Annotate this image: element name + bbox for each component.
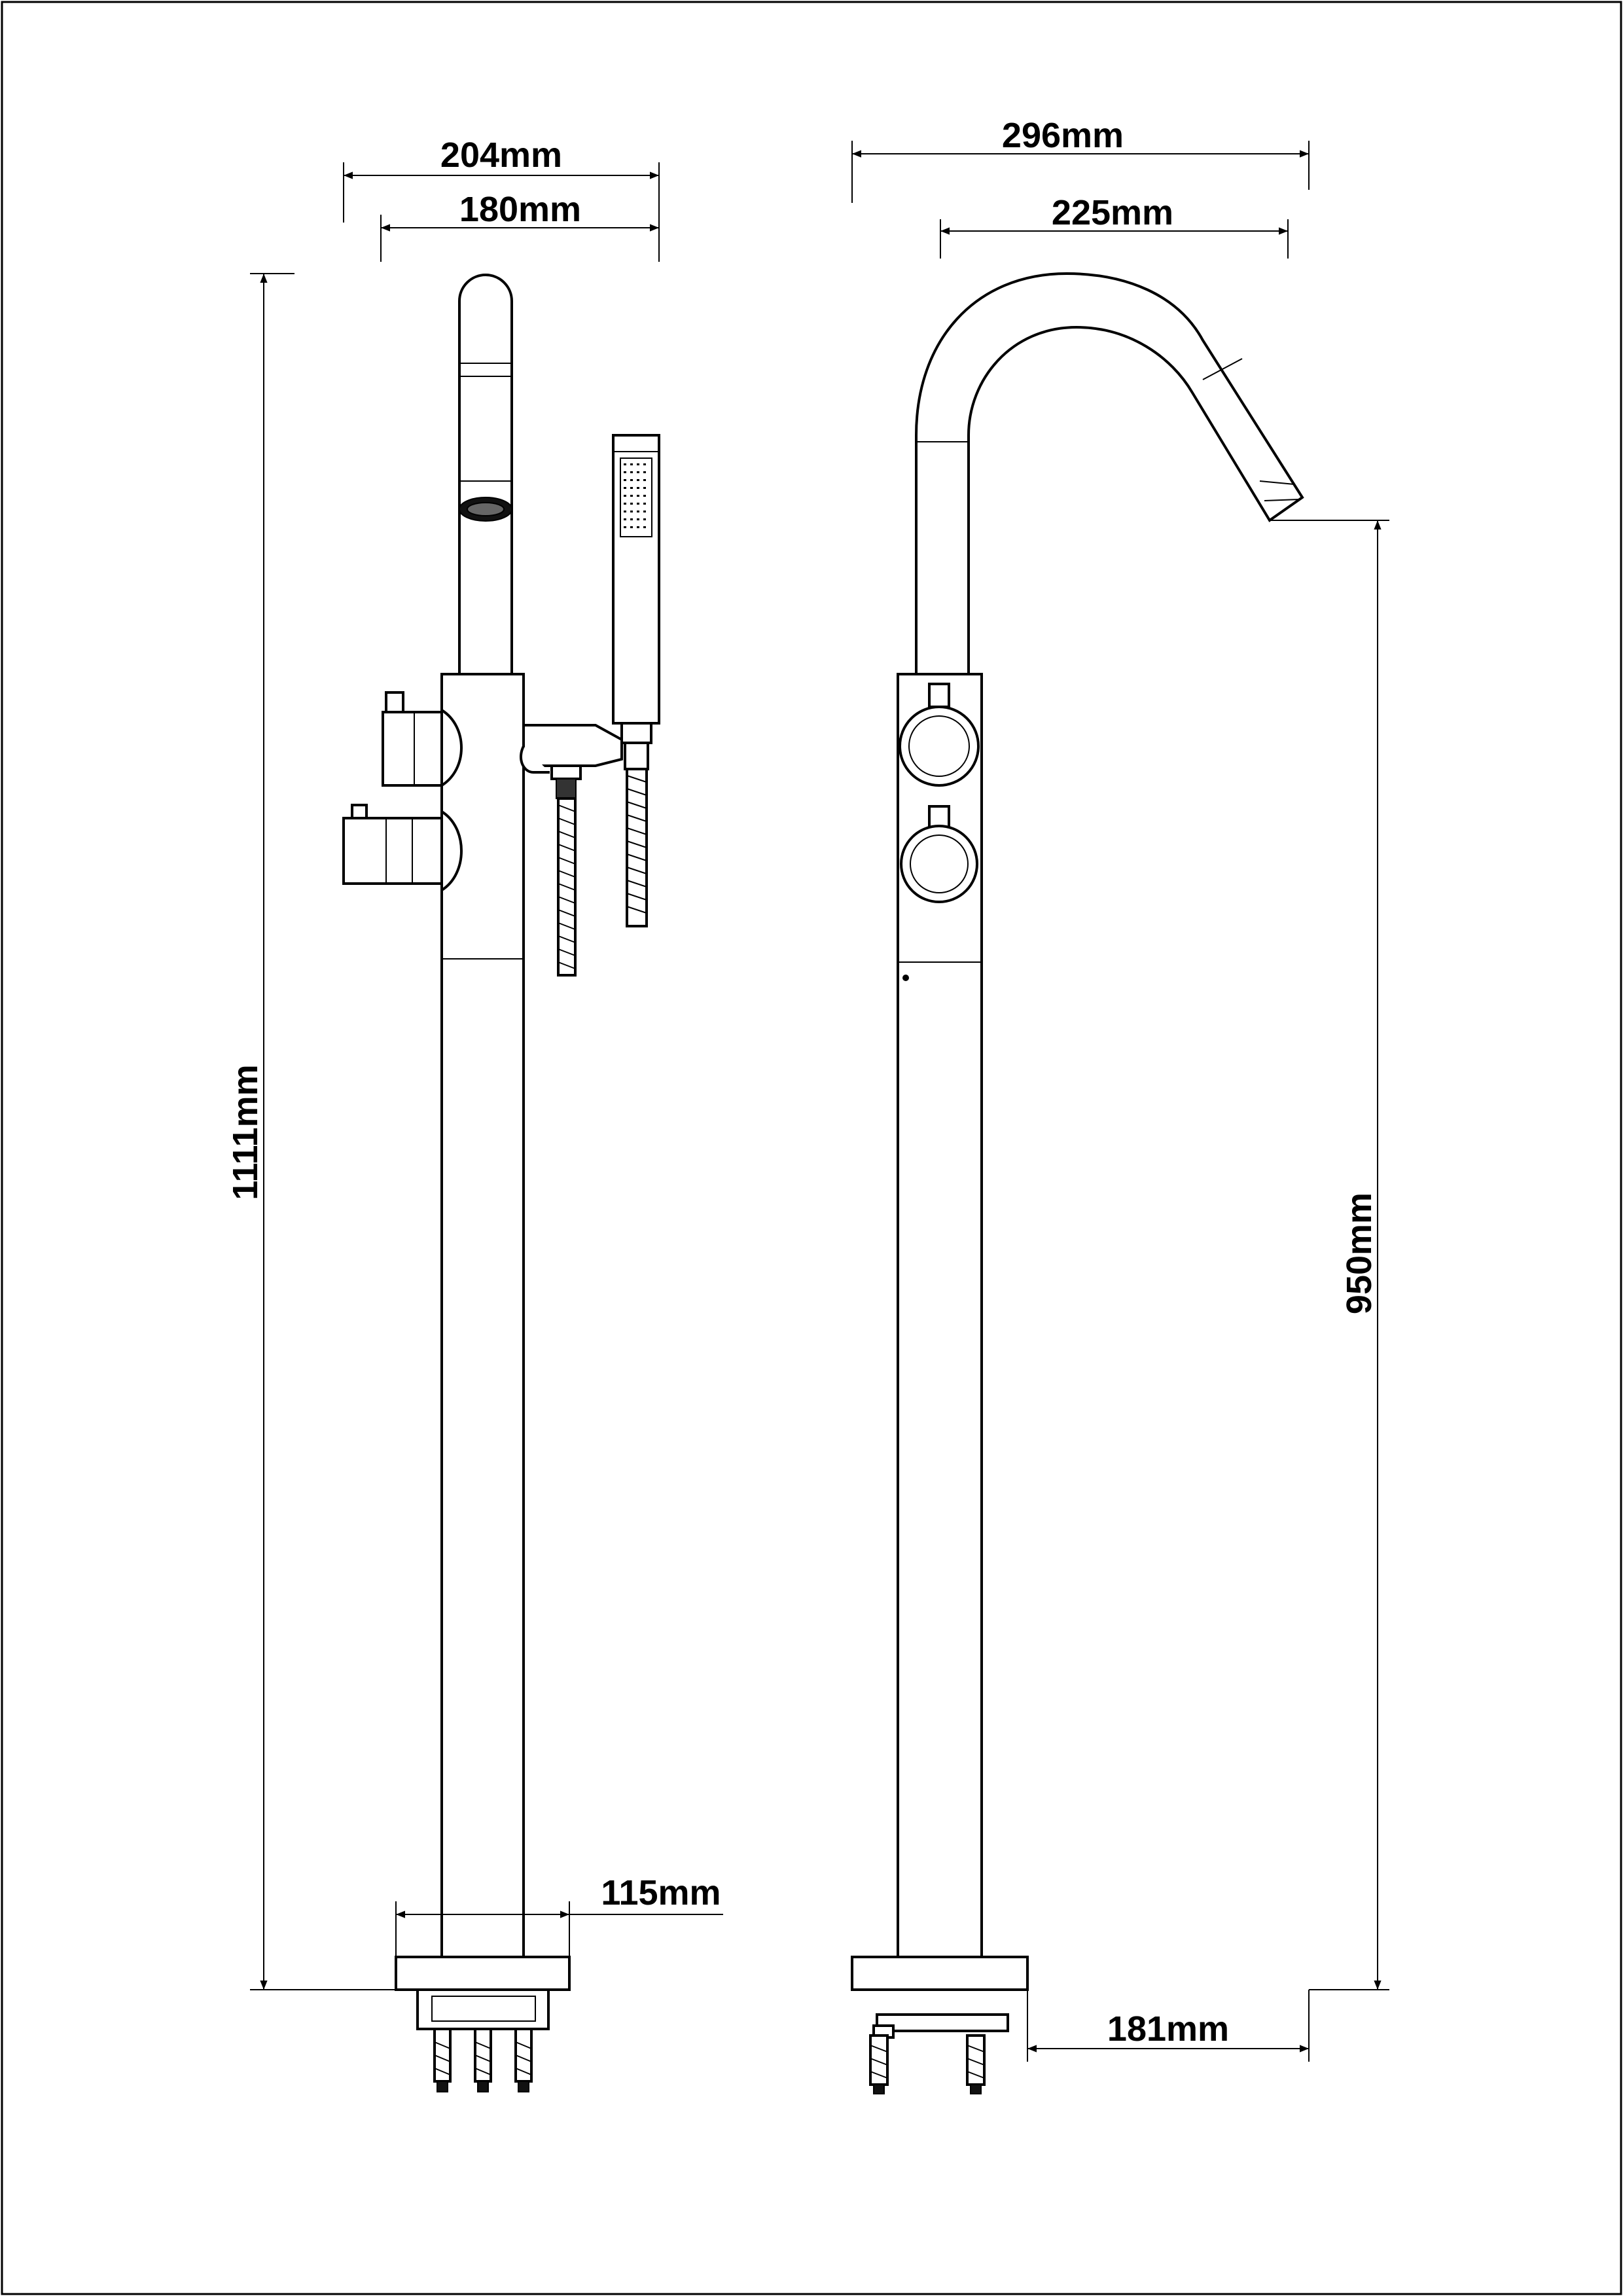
dim-label-overall-width: 204mm — [440, 135, 562, 175]
dim-label-overall-reach: 296mm — [1002, 116, 1124, 155]
dim-label-spout-height: 950mm — [1340, 1193, 1379, 1314]
side-spout — [915, 272, 1304, 675]
dim-label-base-diameter: 115mm — [601, 1873, 721, 1912]
side-base-plate — [851, 1956, 1029, 1991]
dim-label-spout-projection: 181mm — [1107, 2009, 1229, 2049]
upper-knob-icon — [899, 683, 980, 787]
front-column — [440, 673, 525, 1958]
shower-hose-right — [626, 768, 648, 927]
front-supply-pipes — [433, 2028, 533, 2092]
dim-label-overall-height: 1111mm — [226, 1064, 265, 1200]
dimension-spout-height: 950mm — [1268, 520, 1389, 1990]
dimension-base-diameter: 115mm — [395, 1873, 723, 1957]
lower-knob-icon — [900, 805, 978, 903]
front-base-plate — [395, 1956, 571, 1991]
dimension-spout-width: 180mm — [380, 190, 659, 262]
dim-label-spout-reach: 225mm — [1052, 193, 1173, 232]
lower-handle-icon — [342, 804, 463, 893]
front-view — [342, 274, 660, 2092]
hand-shower-icon — [612, 434, 660, 770]
upper-handle-icon — [382, 691, 463, 788]
front-spout-tube — [458, 274, 513, 674]
side-view — [851, 272, 1304, 2094]
shower-bracket-icon — [522, 724, 623, 767]
dimension-spout-reach: 225mm — [940, 193, 1289, 259]
dimension-overall-height: 1111mm — [226, 273, 396, 1990]
dim-label-spout-width: 180mm — [459, 190, 581, 229]
shower-hose-left — [550, 764, 582, 977]
dimension-spout-projection: 181mm — [1027, 1990, 1310, 2062]
side-supply-pipes — [869, 2034, 986, 2094]
dimension-overall-reach: 296mm — [851, 116, 1310, 203]
dimension-overall-width: 204mm — [343, 135, 660, 262]
